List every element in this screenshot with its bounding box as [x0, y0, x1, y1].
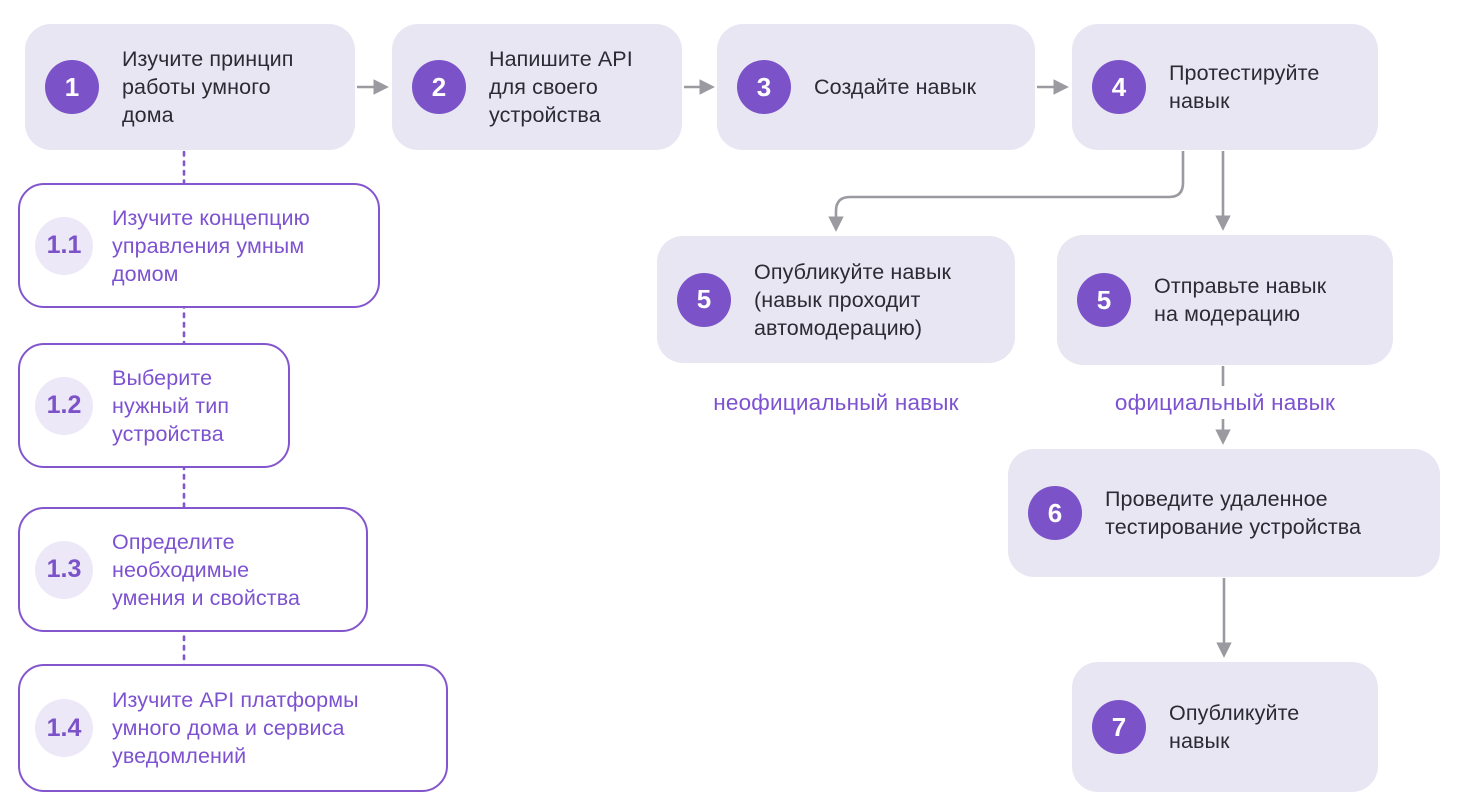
- step-1-label: Изучите принцип работы умного дома: [122, 47, 294, 127]
- branch-caption-official: официальный навык: [1114, 390, 1336, 415]
- substep-1-4-box: 1.4 Изучите API платформы умного дома и …: [18, 664, 448, 792]
- step-2-number-badge: 2: [412, 60, 466, 114]
- substep-1-1-box: 1.1 Изучите концепцию управления умным д…: [18, 183, 380, 308]
- substep-1-2-number-badge: 1.2: [35, 376, 93, 435]
- step-7-number-badge: 7: [1092, 700, 1146, 754]
- substep-1-2-box: 1.2 Выберите нужный тип устройства: [18, 343, 290, 468]
- step-5-unofficial-box: 5 Опубликуйте навык (навык проходит авто…: [657, 236, 1015, 363]
- substep-1-3-number-badge: 1.3: [35, 540, 93, 599]
- substep-1-3-box: 1.3 Определите необходимые умения и свой…: [18, 507, 368, 632]
- substep-1-4-number-badge: 1.4: [35, 699, 93, 757]
- step-6-number-badge: 6: [1028, 486, 1082, 540]
- step-4-number-badge: 4: [1092, 60, 1146, 114]
- step-2-label: Напишите API для своего устройства: [489, 47, 633, 127]
- substep-1-2-label: Выберите нужный тип устройства: [112, 365, 230, 446]
- step-5-official-box: 5 Отправьте навык на модерацию: [1057, 235, 1393, 365]
- substep-1-1-number-badge: 1.1: [35, 216, 93, 275]
- substep-1-4-label: Изучите API платформы умного дома и серв…: [112, 688, 359, 768]
- step-6-label: Проведите удаленное тестирование устройс…: [1105, 487, 1362, 539]
- step-3-box: 3 Создайте навык: [717, 24, 1035, 150]
- step-1-number-badge: 1: [45, 60, 99, 114]
- step-5-unofficial-label: Опубликуйте навык (навык проходит автомо…: [754, 259, 952, 340]
- step-5-official-number-badge: 5: [1077, 273, 1131, 327]
- step-7-box: 7 Опубликуйте навык: [1072, 662, 1378, 792]
- step-6-box: 6 Проведите удаленное тестирование устро…: [1008, 449, 1440, 577]
- step-4-box: 4 Протестируйте навык: [1072, 24, 1378, 150]
- step-2-box: 2 Напишите API для своего устройства: [392, 24, 682, 150]
- step-1-box: 1 Изучите принцип работы умного дома: [25, 24, 355, 150]
- step-5-unofficial-number-badge: 5: [677, 272, 731, 327]
- step-4-label: Протестируйте навык: [1169, 61, 1320, 113]
- step-3-number-badge: 3: [737, 60, 791, 114]
- step-7-label: Опубликуйте навык: [1169, 701, 1300, 753]
- branch-caption-unofficial: неофициальный навык: [713, 390, 959, 415]
- arrow-step4-step5-left: [828, 151, 1185, 232]
- step-5-official-label: Отправьте навык на модерацию: [1154, 274, 1327, 326]
- substep-1-1-label: Изучите концепцию управления умным домом: [112, 205, 310, 286]
- step-3-label: Создайте навык: [814, 75, 977, 99]
- substep-1-3-label: Определите необходимые умения и свойства: [112, 529, 301, 610]
